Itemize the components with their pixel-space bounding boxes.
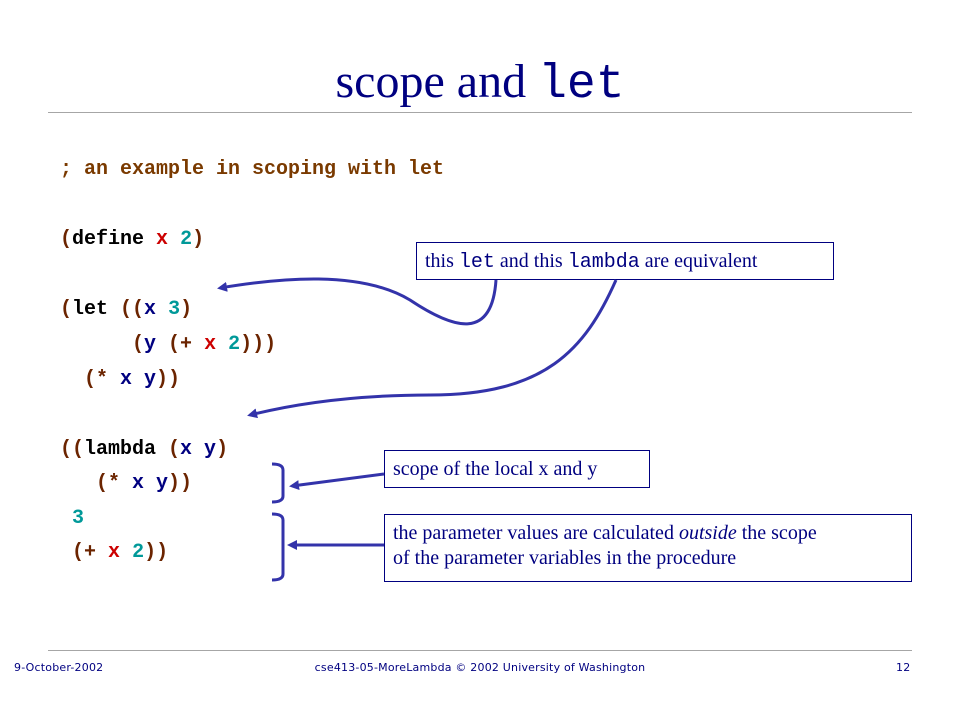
code-line-let-2: (y (+ x 2))) (132, 333, 277, 356)
code-line-define: (define x 2) (60, 228, 205, 251)
callout-scope: scope of the local x and y (384, 450, 650, 488)
arrow-let (217, 277, 498, 326)
scope-bracket (271, 462, 285, 504)
code-line-let-3: (* x y)) (84, 368, 181, 391)
callout-equivalent: this let and this lambda are equivalent (416, 242, 834, 280)
code-comment: ; an example in scoping with let (60, 158, 445, 181)
code-line-lambda-3: 3 (72, 507, 85, 530)
arrow-lambda (247, 279, 618, 419)
code-line-lambda-4: (+ x 2)) (72, 541, 169, 564)
params-bracket (271, 512, 285, 582)
footer-divider (48, 650, 912, 651)
footer-course: cse413-05-MoreLambda © 2002 University o… (314, 661, 646, 674)
title-text: scope and (335, 55, 539, 108)
callout-parameters-line-1: the parameter values are calculated outs… (393, 522, 817, 544)
callout-parameters-line-2: of the parameter variables in the proced… (393, 547, 737, 569)
footer-page-number: 12 (896, 661, 911, 674)
code-line-lambda-2: (* x y)) (96, 472, 193, 495)
slide-title: scope and let (0, 52, 960, 115)
arrow-scope (289, 472, 385, 491)
code-line-lambda-1: ((lambda (x y) (60, 438, 229, 461)
footer-date: 9-October-2002 (14, 661, 104, 674)
callout-parameters: the parameter values are calculated outs… (384, 514, 912, 582)
code-line-let-1: (let ((x 3) (60, 298, 193, 321)
title-code: let (538, 58, 625, 112)
title-divider (48, 112, 912, 113)
